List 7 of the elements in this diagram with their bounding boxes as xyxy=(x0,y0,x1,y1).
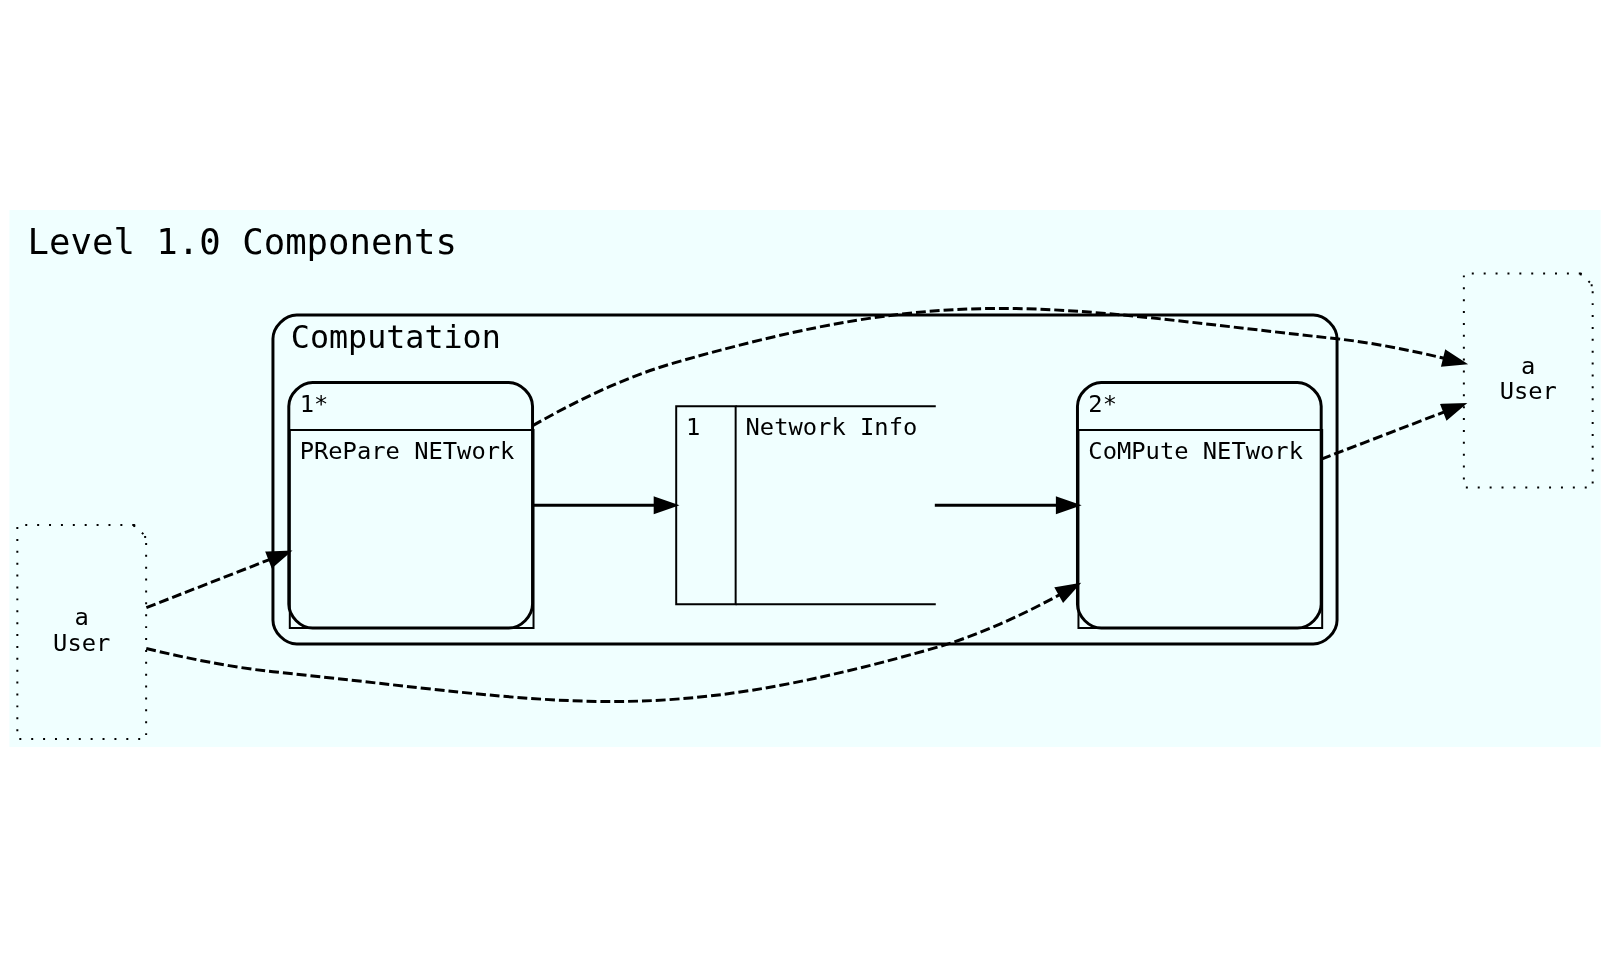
arrow xyxy=(532,306,1469,427)
arrow xyxy=(532,495,680,514)
arrow xyxy=(145,582,1082,703)
arrow xyxy=(1320,402,1468,460)
diagram-title: Level 1.0 Components xyxy=(27,220,457,262)
arrow xyxy=(934,495,1082,514)
arrow xyxy=(145,550,293,609)
